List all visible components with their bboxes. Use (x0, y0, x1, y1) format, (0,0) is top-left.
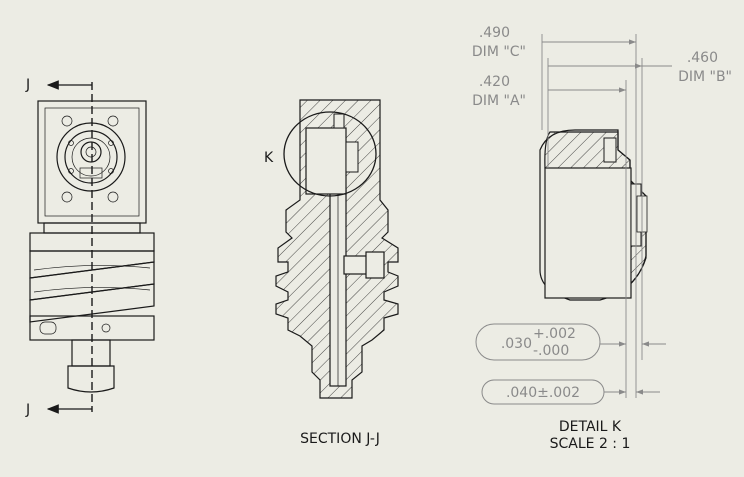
section-title: SECTION J-J (300, 431, 380, 447)
tol-2: .040±.002 (506, 385, 580, 401)
section-marker-top: J (25, 77, 30, 93)
detail-view (475, 34, 672, 405)
front-view (29, 80, 155, 414)
dim-c-value: .490 (479, 25, 510, 41)
tol-1-base: .030 (501, 336, 532, 352)
dim-b-label: DIM "B" (678, 69, 732, 85)
dim-a-label: DIM "A" (472, 93, 526, 109)
dim-c-label: DIM "C" (472, 44, 526, 60)
tol-1-upper: +.002 (533, 326, 576, 342)
dim-a-value: .420 (479, 74, 510, 90)
section-view (275, 99, 399, 399)
detail-title: DETAIL K (559, 419, 622, 435)
dim-b-value: .460 (687, 50, 718, 66)
detail-scale: SCALE 2 : 1 (550, 436, 631, 452)
detail-marker: K (264, 150, 274, 166)
tol-1-lower: -.000 (533, 343, 569, 359)
section-marker-bottom: J (25, 402, 30, 418)
